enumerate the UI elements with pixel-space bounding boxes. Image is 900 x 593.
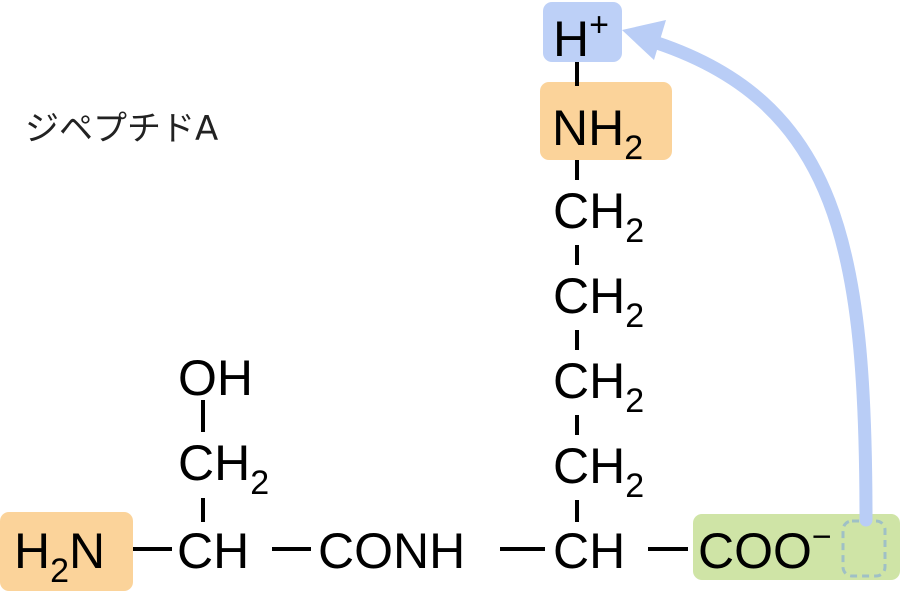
- peptide-bond-conh: CONH: [318, 523, 465, 579]
- ch2-group: CH2: [553, 353, 644, 420]
- ch2-group: CH2: [553, 438, 644, 505]
- proton-label: H+: [553, 6, 609, 67]
- ch2-group: CH2: [553, 268, 644, 335]
- ser-alpha-ch: CH: [177, 523, 249, 579]
- proton-transfer-arrow: [641, 33, 873, 527]
- lys-amine-label: NH2: [552, 100, 643, 167]
- proton-charge: +: [589, 6, 609, 44]
- n-terminal-amine: H2N: [14, 523, 105, 590]
- n-terminal-amine-highlight: [0, 512, 133, 591]
- carboxylate-group: COO−: [698, 518, 832, 579]
- hydroxyl-group: OH: [178, 350, 253, 406]
- diagram-title: ジペプチドA: [25, 109, 218, 149]
- ser-ch2-group: CH2: [178, 435, 269, 502]
- lys-alpha-ch: CH: [553, 523, 625, 579]
- lys-amine-highlight: [540, 82, 672, 160]
- proton-highlight: [543, 2, 622, 62]
- carboxylate-charge: −: [812, 518, 832, 556]
- ch2-group: CH2: [553, 183, 644, 250]
- arrow-head: [622, 20, 666, 60]
- carboxylate-highlight: [693, 514, 900, 580]
